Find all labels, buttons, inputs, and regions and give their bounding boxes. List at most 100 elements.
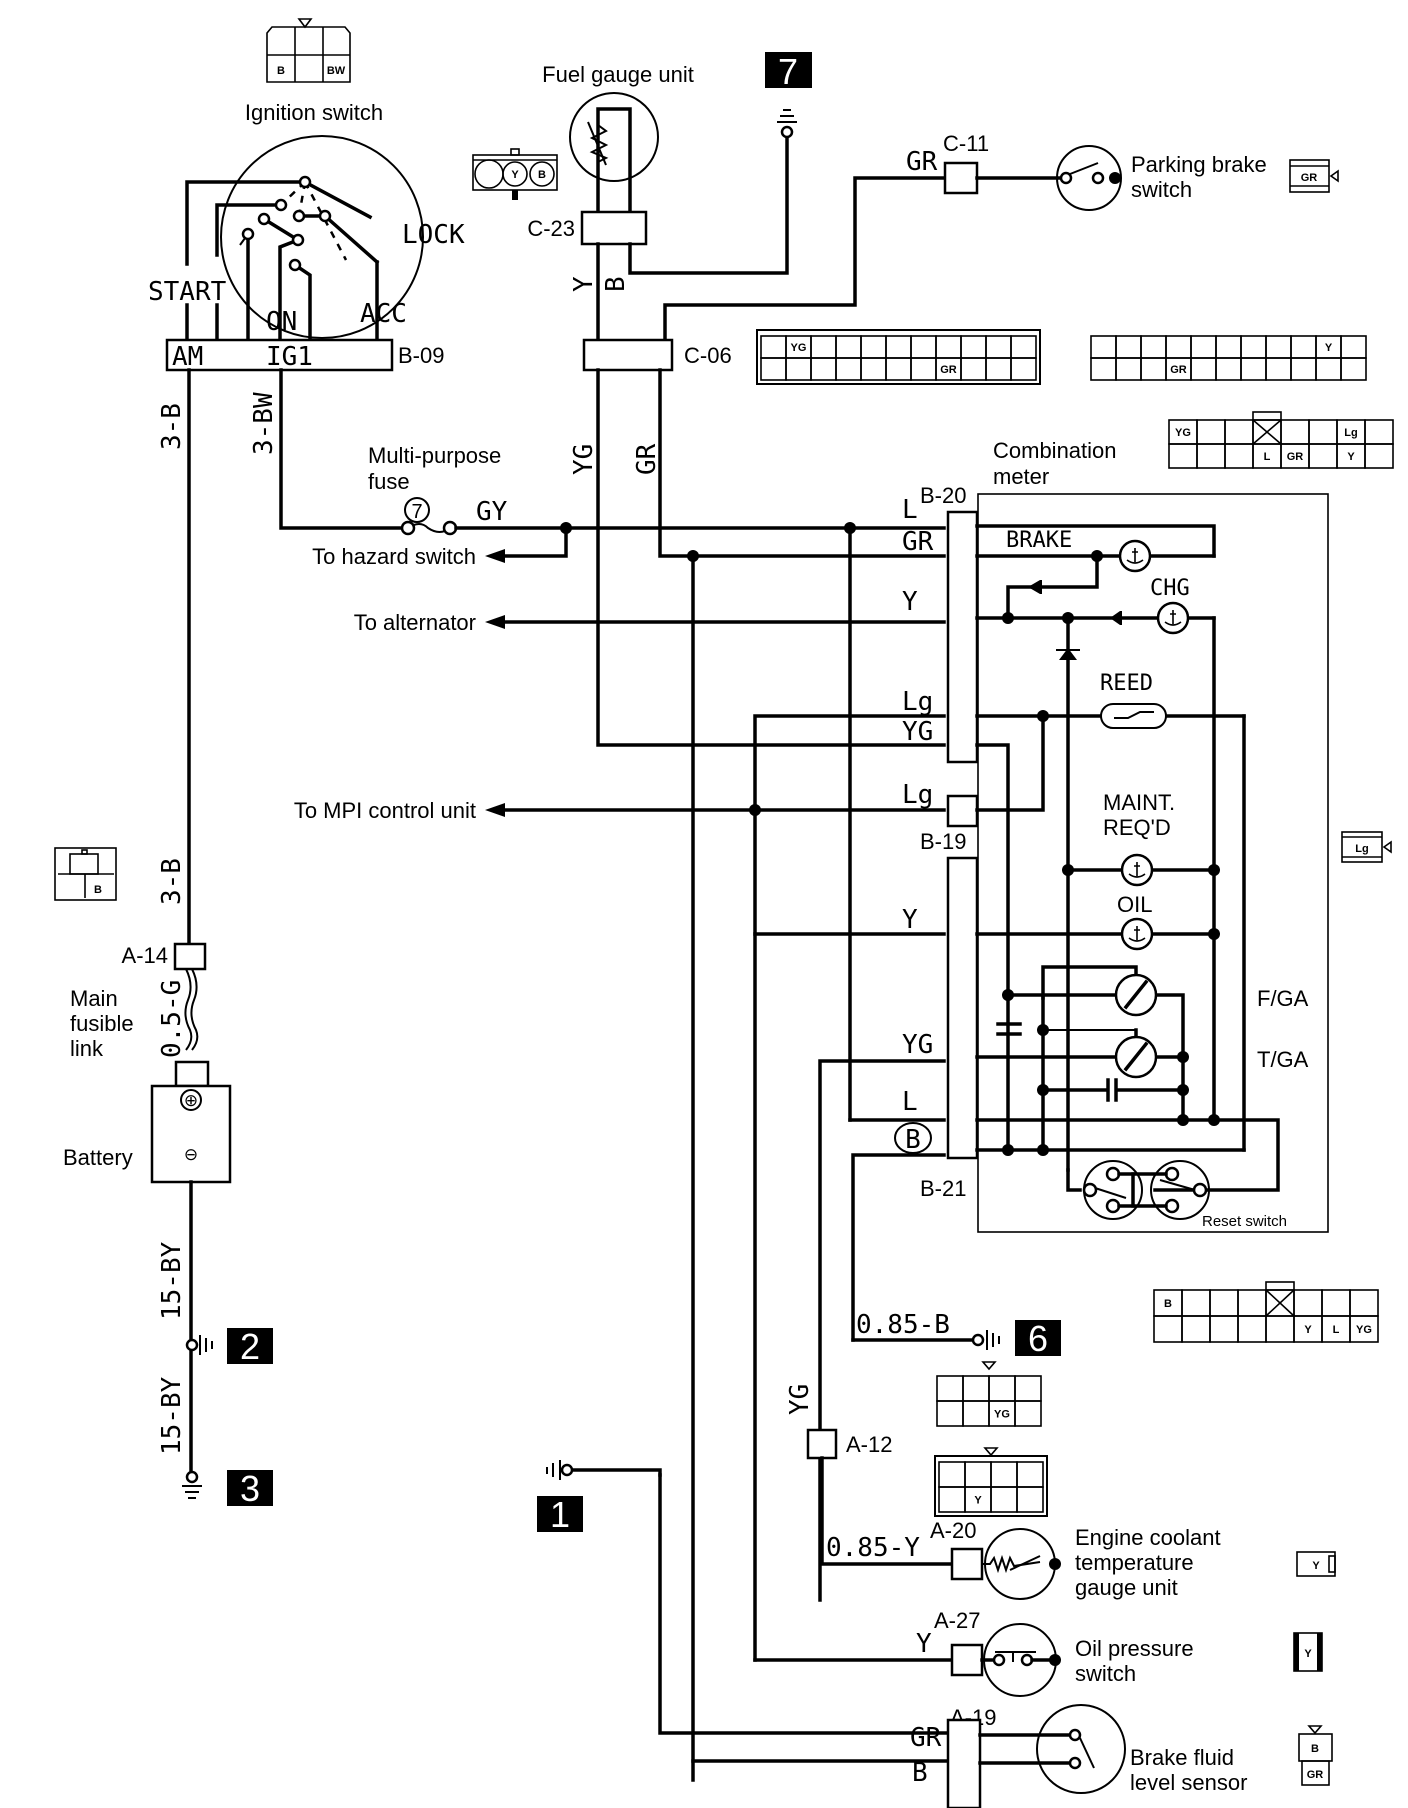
- connector-cavity: [860, 335, 887, 359]
- fuel-gauge-meter-icon: [1114, 973, 1158, 1017]
- brake-lamp-icon: [1118, 539, 1152, 573]
- oil-pressure-label-line2: switch: [1075, 1661, 1136, 1686]
- wire-label-yg: YG: [569, 444, 599, 475]
- pin-label: Y: [1347, 451, 1355, 463]
- connector-cavity: [935, 335, 962, 359]
- connector-cavity: [835, 357, 862, 381]
- ignition-position-on: ON: [266, 307, 297, 337]
- connector-cavity: [1209, 1289, 1239, 1317]
- pin-label: B: [94, 884, 102, 896]
- dest-mpi-control-unit: To MPI control unit: [294, 798, 476, 823]
- fuel-gauge-connector-view: Y B: [472, 148, 558, 200]
- connector-cavity: [1308, 443, 1338, 469]
- fuse-number: 7: [411, 501, 422, 523]
- pin-y: Y: [902, 587, 918, 617]
- pin-yg-b21: YG: [902, 1030, 933, 1060]
- pin-label: Y: [1325, 342, 1333, 354]
- pin-label: B: [1164, 1298, 1172, 1310]
- connector-view-b19: Lg: [1341, 831, 1392, 863]
- connector-cavity: [964, 1461, 992, 1488]
- coolant-label-line3: gauge unit: [1075, 1575, 1178, 1600]
- connector-cavity: [1290, 335, 1317, 359]
- connector-cavity: [1349, 1289, 1379, 1317]
- reset-switch-label: Reset switch: [1202, 1213, 1287, 1230]
- wire-label-3-b-lower: 3-B: [157, 858, 187, 905]
- arrow-left-icon: [485, 615, 505, 629]
- connector-cavity: [1224, 419, 1254, 445]
- connector-cavity: [1209, 1315, 1239, 1343]
- wire-label-0-85-b: 0.85-B: [856, 1310, 950, 1340]
- connector-cavity: [1010, 335, 1037, 359]
- connector-housing: [756, 329, 1041, 385]
- fusible-link-connector-view: B: [54, 847, 117, 901]
- connector-b20-label: B-20: [920, 483, 966, 508]
- connector-cavity: [990, 1461, 1018, 1488]
- pin-label: Y: [1304, 1324, 1312, 1336]
- oil-lamp-icon: [1120, 917, 1154, 951]
- battery-label: Battery: [63, 1145, 133, 1170]
- connector-view-c06-right: YGR: [1090, 335, 1367, 381]
- parking-brake-label-line1: Parking brake: [1131, 152, 1267, 177]
- connector-cavity: [1014, 1375, 1042, 1402]
- connector-cavity: [810, 335, 837, 359]
- connector-view-a20-side: Y: [934, 1447, 1048, 1517]
- connector-cavity: [1340, 357, 1367, 381]
- connector-b21: [946, 856, 979, 1160]
- connector-cavity: [785, 357, 812, 381]
- wire-label-y-a27: Y: [916, 1629, 932, 1659]
- connector-cavity: [990, 1486, 1018, 1513]
- connector-cavity: [810, 357, 837, 381]
- connector-cavity: [985, 335, 1012, 359]
- wire-b-ground7: [628, 128, 789, 275]
- connector-b09: [165, 338, 394, 372]
- indicator-chg: CHG: [1150, 576, 1190, 601]
- pin-label: B: [1311, 1743, 1319, 1755]
- connector-cavity: [1190, 335, 1217, 359]
- pin-label: Lg: [1355, 843, 1368, 855]
- ground-badge-1: [537, 1496, 583, 1532]
- connector-cavity: [910, 335, 937, 359]
- wire-label-b: B: [601, 276, 631, 292]
- wire-gr-parking: [663, 176, 952, 347]
- fuse-label-line2: fuse: [368, 469, 410, 494]
- ground-badge-7: [765, 52, 812, 88]
- wire-label-0-5-g: 0.5-G: [157, 980, 187, 1058]
- connector-cavity: [760, 335, 787, 359]
- connector-cavity: [1115, 357, 1142, 381]
- connector-cavity: [1090, 335, 1117, 359]
- connector-cavity: [1215, 335, 1242, 359]
- dest-alternator: To alternator: [354, 610, 476, 635]
- connector-b19-label: B-19: [920, 829, 966, 854]
- connector-a12-label: A-12: [846, 1432, 892, 1457]
- ground-number-7: 7: [778, 51, 798, 92]
- connector-a20: [950, 1547, 984, 1581]
- connector-cavity: [936, 1400, 964, 1427]
- combination-meter-label-line1: Combination: [993, 438, 1117, 463]
- ignition-position-acc: ACC: [360, 299, 407, 329]
- connector-cavity: [1168, 443, 1198, 469]
- pin-label: YG: [791, 342, 807, 354]
- pin-yg: YG: [902, 717, 933, 747]
- connector-cavity: [1364, 419, 1394, 445]
- arrow-left-icon: [485, 803, 505, 817]
- connector-cavity: [1215, 357, 1242, 381]
- connector-cavity: [885, 357, 912, 381]
- connector-cavity: [1140, 335, 1167, 359]
- ground-symbol-1: [546, 1460, 574, 1480]
- connector-cavity: [960, 357, 987, 381]
- connector-cavity: [985, 357, 1012, 381]
- oil-pressure-label-line1: Oil pressure: [1075, 1636, 1194, 1661]
- battery-positive-icon: ⊕: [184, 1091, 198, 1110]
- ground-symbol-3: [182, 1470, 202, 1499]
- fuel-gauge-unit-symbol: [569, 92, 659, 182]
- wire-label-gy: GY: [476, 497, 508, 527]
- connector-c11-label: C-11: [943, 131, 989, 156]
- connector-cavity: [1181, 1289, 1211, 1317]
- connector-key-icon: [983, 1447, 999, 1457]
- ground-symbol-2: [185, 1335, 213, 1355]
- connector-cavity: [1014, 1400, 1042, 1427]
- connector-cavity: [1280, 419, 1310, 445]
